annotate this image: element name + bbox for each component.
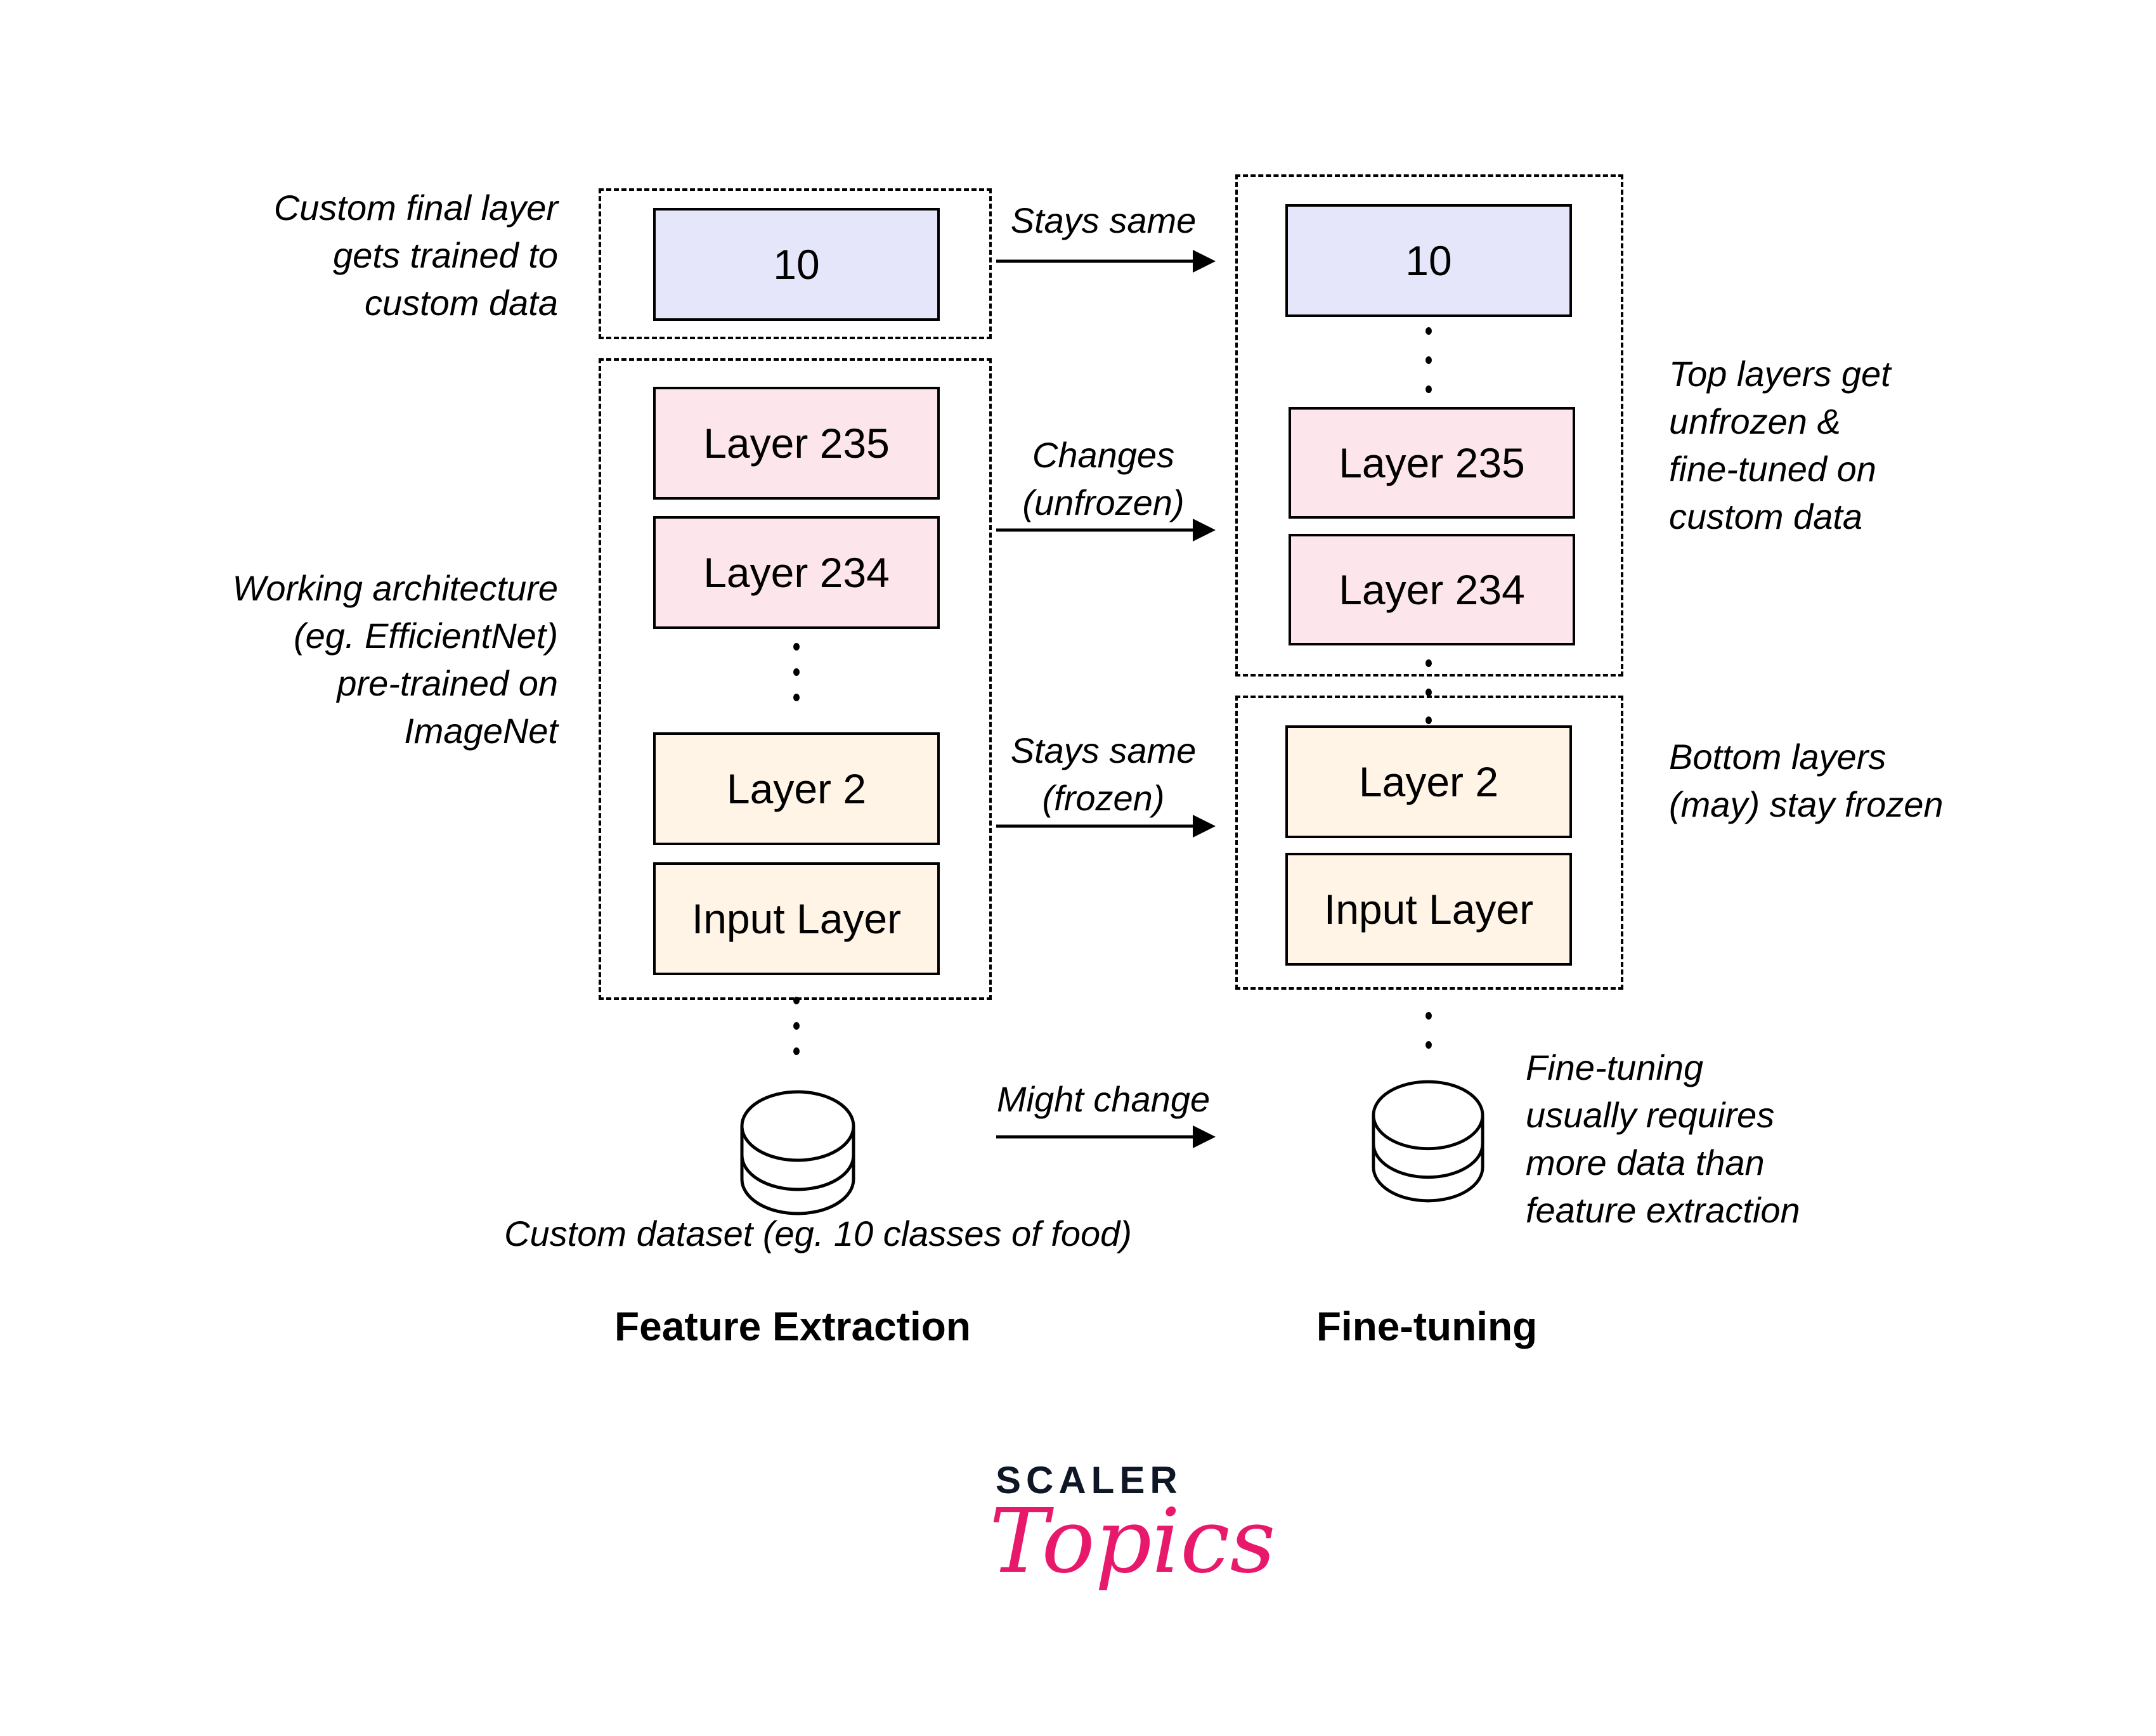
fe-input-layer: Input Layer: [653, 862, 940, 975]
ft-layer-234: Layer 234: [1289, 534, 1575, 645]
arrow-label-line: (unfrozen): [1022, 483, 1185, 522]
ft-layer-2: Layer 2: [1285, 725, 1572, 838]
note-line: Fine-tuning: [1526, 1047, 1704, 1087]
note-line: usually requires: [1526, 1095, 1775, 1135]
ft-bottom-group: [1235, 696, 1623, 990]
arrow-label-bottom-layers: Stays same (frozen): [938, 727, 1268, 822]
note-line: Bottom layers: [1669, 737, 1886, 777]
fe-layer-235: Layer 235: [653, 387, 940, 500]
note-line: Top layers get: [1669, 354, 1891, 394]
note-line: fine-tuned on: [1669, 449, 1876, 489]
ellipsis-dot: [1425, 327, 1432, 335]
ft-top-group: [1235, 174, 1623, 677]
note-line: feature extraction: [1526, 1190, 1800, 1230]
feature-extraction-title: Feature Extraction: [614, 1304, 971, 1349]
arrow-dataset-icon: [996, 1125, 1216, 1148]
arrow-label-line: (frozen): [1042, 778, 1165, 818]
note-line: unfrozen &: [1669, 401, 1841, 441]
note-line: pre-trained on: [337, 663, 558, 703]
note-line: (may) stay frozen: [1669, 784, 1944, 824]
fe-database-icon: [740, 1090, 855, 1215]
ft-database-icon: [1372, 1080, 1484, 1203]
arrow-label-top-layers: Changes (unfrozen): [938, 431, 1268, 526]
ellipsis-dot: [793, 1022, 800, 1030]
arrow-label-output: Stays same: [938, 197, 1268, 244]
ft-output-layer: 10: [1285, 204, 1572, 317]
note-line: Working architecture: [232, 568, 558, 608]
dataset-caption: Custom dataset (eg. 10 classes of food): [504, 1214, 1132, 1253]
note-line: more data than: [1526, 1143, 1765, 1182]
arrow-label-line: Stays same: [1010, 200, 1197, 240]
logo-sub-text: Topics: [989, 1490, 1276, 1593]
ellipsis-dot: [1425, 1012, 1432, 1020]
architecture-note: Working architecture (eg. EfficientNet) …: [178, 564, 558, 755]
arrow-bottom-layers-icon: [996, 815, 1216, 838]
ellipsis-dot: [793, 668, 800, 676]
ellipsis-dot: [793, 997, 800, 1004]
arrow-label-dataset: Might change: [938, 1075, 1268, 1123]
arrow-label-line: Stays same: [1010, 730, 1197, 770]
ft-layer-235: Layer 235: [1289, 407, 1575, 519]
bottom-layers-note: Bottom layers (may) stay frozen: [1669, 733, 1944, 828]
fe-output-group: [599, 188, 992, 339]
fe-output-layer: 10: [653, 208, 940, 321]
ellipsis-dot: [1425, 385, 1432, 393]
arrow-output-icon: [996, 250, 1216, 273]
top-layers-note: Top layers get unfrozen & fine-tuned on …: [1669, 350, 1891, 540]
arrow-label-line: Changes: [1032, 435, 1175, 475]
final-layer-note: Custom final layer gets trained to custo…: [241, 184, 558, 327]
ft-input-layer: Input Layer: [1285, 853, 1572, 966]
ellipsis-dot: [1425, 356, 1432, 364]
note-line: Custom final layer: [273, 188, 558, 228]
note-line: ImageNet: [404, 711, 558, 751]
ellipsis-dot: [1425, 659, 1432, 667]
ellipsis-dot: [1425, 1041, 1432, 1049]
fine-tuning-title: Fine-tuning: [1316, 1304, 1538, 1349]
note-line: custom data: [364, 283, 558, 323]
note-line: custom data: [1669, 496, 1863, 536]
ellipsis-dot: [793, 643, 800, 651]
arrow-top-layers-icon: [996, 519, 1216, 541]
ellipsis-dot: [1425, 689, 1432, 696]
note-line: (eg. EfficientNet): [293, 616, 558, 656]
logo-brand-text: SCALER: [996, 1459, 1183, 1501]
arrow-label-line: Might change: [996, 1079, 1211, 1119]
ellipsis-dot: [1425, 716, 1432, 724]
ellipsis-dot: [793, 694, 800, 701]
note-line: gets trained to: [333, 235, 558, 275]
data-requirement-note: Fine-tuning usually requires more data t…: [1526, 1044, 1800, 1234]
fe-layer-2: Layer 2: [653, 732, 940, 845]
fe-layer-234: Layer 234: [653, 516, 940, 629]
ellipsis-dot: [793, 1047, 800, 1055]
